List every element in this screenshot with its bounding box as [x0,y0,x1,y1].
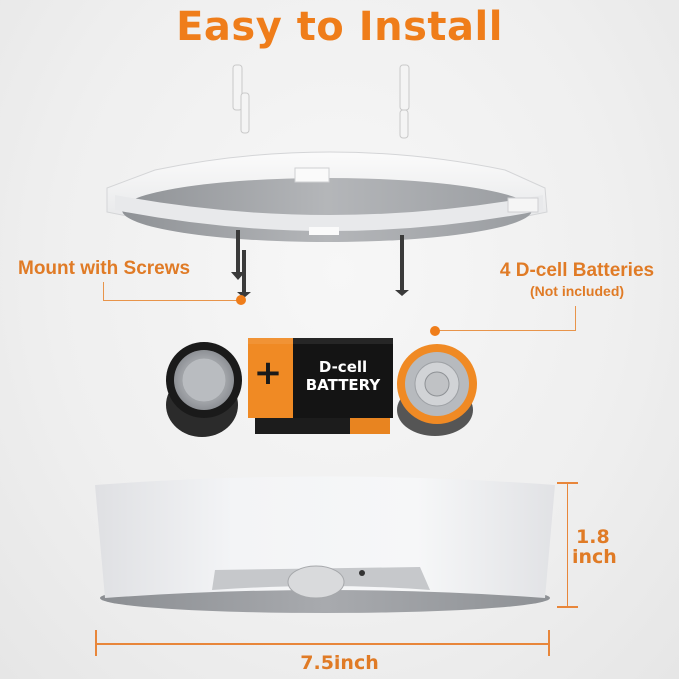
screws-leader-line [103,282,104,300]
battery-label-line2: BATTERY [305,376,381,394]
plus-sign: + [254,353,283,393]
height-dimension-line [567,482,568,607]
batteries-leader-line-h [435,330,576,331]
screws-icon [231,230,409,298]
height-value: 1.8 [576,526,610,548]
mounting-plate [106,151,548,242]
width-dimension-tick-left [95,630,97,656]
mount-with-screws-label: Mount with Screws [18,258,191,279]
screws-leader-line-h [103,300,241,301]
batteries-label: 4 D-cell Batteries [499,260,655,281]
height-unit: inch [572,546,617,568]
d-cell-batteries: + [166,338,477,437]
battery-label-line1: D-cell [318,358,368,376]
wall-anchors-icon [232,64,410,139]
batteries-leader-line [575,306,576,330]
screws-callout-dot [236,295,246,305]
motion-sensor-light [95,476,555,613]
width-value: 7.5inch [300,652,379,674]
page-title: Easy to Install [176,4,503,50]
batteries-note: (Not included) [529,283,625,299]
height-dimension-tick-bottom [557,606,578,608]
height-dimension-tick-top [557,482,578,484]
width-dimension-tick-right [548,630,550,656]
width-dimension-line [96,643,550,645]
batteries-callout-dot [430,326,440,336]
